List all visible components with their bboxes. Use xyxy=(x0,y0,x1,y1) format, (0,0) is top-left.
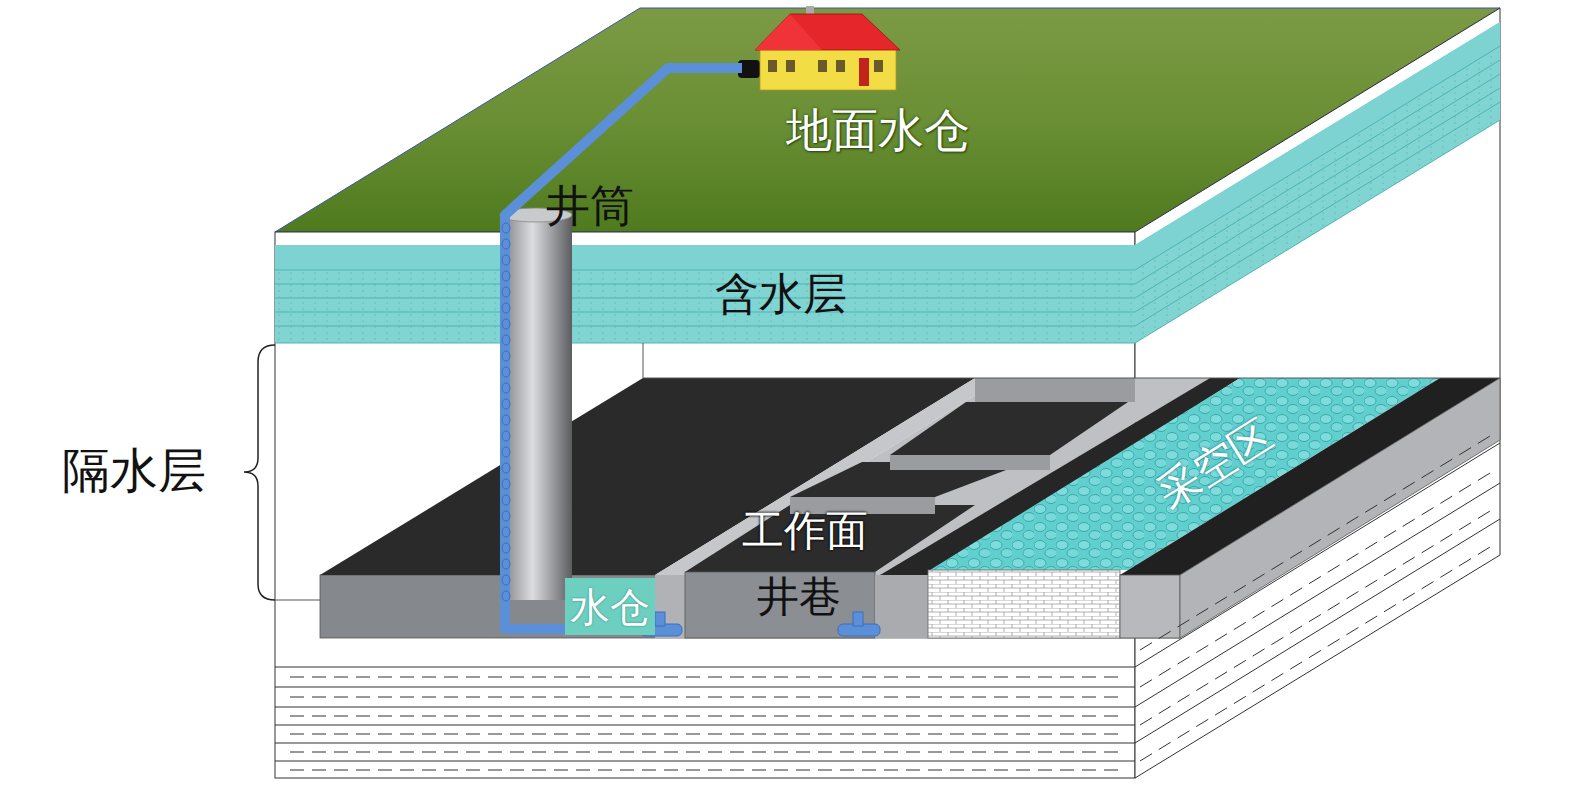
surface-reservoir: 地面水仓 xyxy=(742,12,1014,160)
pipe-ring xyxy=(502,431,510,441)
pipe-ring xyxy=(502,335,510,345)
pipe-ring xyxy=(502,479,510,489)
pipe-ring xyxy=(502,255,510,265)
pipe-ring xyxy=(502,511,510,521)
pipe-ring xyxy=(502,223,510,233)
pipe-ring xyxy=(502,287,510,297)
pipe-ring xyxy=(502,351,510,361)
pipe-ring xyxy=(502,319,510,329)
pipe-ring xyxy=(502,591,510,601)
pipe-ring xyxy=(502,543,510,553)
pipe-ring xyxy=(502,495,510,505)
node-text: 水仓 xyxy=(570,585,650,629)
pipe-ring xyxy=(502,575,510,585)
pipe-ring xyxy=(502,271,510,281)
pipe-ring xyxy=(502,415,510,425)
roadway-label: 井巷 xyxy=(757,574,841,620)
aquiclude-label: 隔水层 xyxy=(62,444,206,497)
water-pipe xyxy=(505,68,742,629)
goaf-area: 采空区 xyxy=(930,378,1440,570)
pipe-ring xyxy=(502,527,510,537)
pipe-ring xyxy=(502,303,510,313)
pipe-ring xyxy=(502,559,510,569)
node-text: 地面水仓 xyxy=(786,105,970,156)
pipe-ring xyxy=(502,447,510,457)
pipe-ring xyxy=(502,383,510,393)
working-face-label: 工作面 xyxy=(742,508,868,554)
aquifer-band: 含水层 xyxy=(275,245,1135,343)
pipe-ring xyxy=(502,239,510,249)
node-text: 含水层 xyxy=(715,270,847,318)
shaft-label: 井筒 xyxy=(546,182,634,230)
pipe-ring xyxy=(502,367,510,377)
pipe-ring xyxy=(502,399,510,409)
underground-reservoir: 水仓 xyxy=(565,578,655,635)
node-text: 采空区 xyxy=(1149,411,1280,517)
pipe-ring xyxy=(502,463,510,473)
